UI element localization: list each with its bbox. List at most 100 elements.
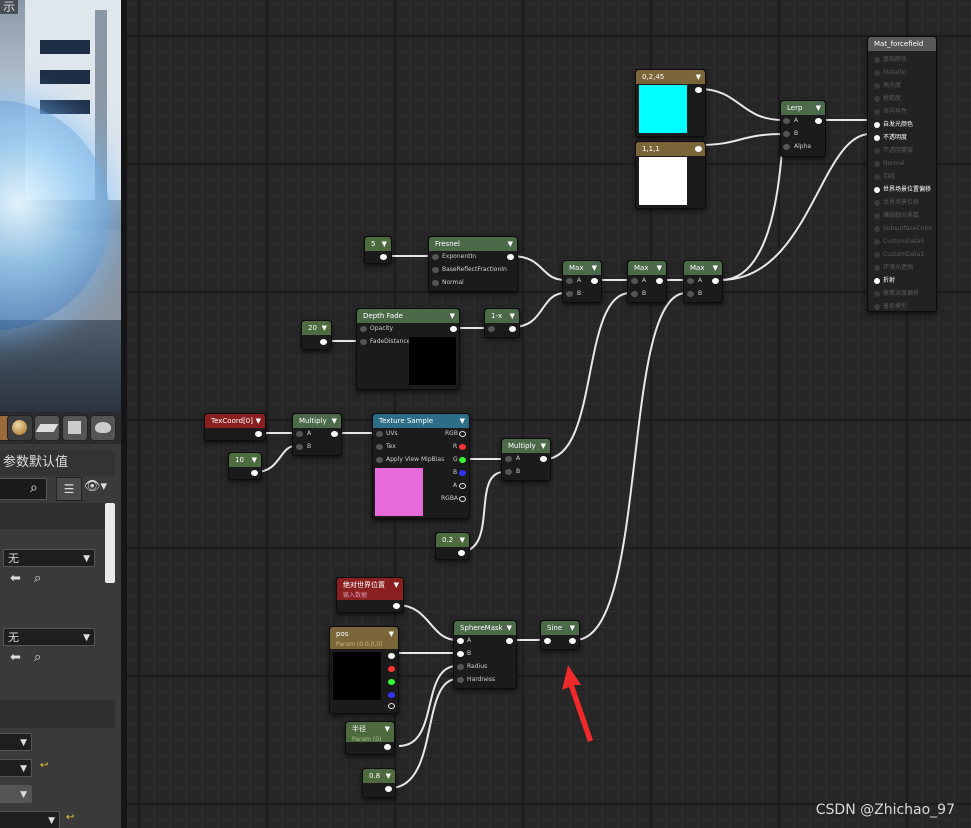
material-input-row[interactable]: 像素深度偏移 — [874, 290, 919, 298]
output-pin[interactable] — [450, 326, 457, 332]
input-pin[interactable] — [376, 457, 383, 463]
output-pin[interactable] — [507, 254, 514, 260]
eye-icon[interactable]: 👁▾ — [84, 479, 108, 494]
material-input-row[interactable]: 世界场景位移 — [874, 199, 919, 207]
input-pin[interactable] — [457, 638, 464, 644]
texture-combo-1[interactable]: 无▼ — [3, 549, 95, 567]
dropdown-4[interactable]: ▼ — [0, 811, 60, 828]
search-icon[interactable]: ⌕ — [30, 480, 38, 496]
output-pin-g[interactable] — [459, 457, 466, 463]
input-pin[interactable] — [488, 326, 495, 332]
material-input-row[interactable]: Normal — [874, 160, 905, 168]
node-constant-10[interactable]: 10▼ — [228, 452, 262, 480]
output-pin[interactable] — [656, 278, 663, 284]
input-pin[interactable] — [687, 278, 694, 284]
input-pin[interactable] — [432, 267, 439, 273]
node-texture-sample[interactable]: Texture Sample▼ UVs Tex Apply View MipBi… — [372, 413, 470, 519]
material-input-row[interactable]: 着色模型 — [874, 303, 907, 311]
output-pin[interactable] — [695, 87, 702, 93]
input-pin[interactable] — [457, 677, 464, 683]
output-pin[interactable] — [255, 431, 262, 437]
node-max-1[interactable]: Max▼ A B — [562, 260, 602, 303]
output-pin[interactable] — [712, 278, 719, 284]
input-pin[interactable] — [874, 69, 880, 76]
output-pin[interactable] — [380, 254, 387, 260]
dropdown-2[interactable]: ▼ — [0, 759, 32, 777]
node-multiply-2[interactable]: Multiply▼ A B — [501, 438, 551, 481]
material-input-row[interactable]: 自发光颜色 — [874, 121, 913, 129]
shape-teapot-button[interactable] — [90, 415, 116, 441]
output-pin[interactable] — [695, 146, 702, 152]
input-pin[interactable] — [874, 186, 880, 193]
input-pin[interactable] — [874, 225, 880, 232]
arrow-left-icon[interactable]: ⬅ — [10, 650, 21, 665]
material-input-row[interactable]: 世界场景位置偏移 — [874, 186, 931, 194]
node-max-2[interactable]: Max▼ A B — [627, 260, 667, 303]
material-input-row[interactable]: 不透明度 — [874, 134, 907, 142]
tab-parameter-defaults[interactable]: 参数默认值 — [0, 450, 115, 476]
shape-sphere-button[interactable] — [7, 415, 33, 441]
input-pin[interactable] — [874, 251, 880, 258]
output-pin[interactable] — [509, 326, 516, 332]
material-input-row[interactable]: 折射 — [874, 277, 895, 285]
node-vector-111[interactable]: 1,1,1▼ — [635, 141, 706, 209]
reset-icon[interactable]: ↩ — [40, 760, 49, 771]
output-pin[interactable] — [540, 456, 547, 462]
material-input-row[interactable]: Metallic — [874, 69, 906, 77]
input-pin[interactable] — [874, 264, 880, 271]
input-pin[interactable] — [505, 469, 512, 475]
material-input-row[interactable]: CustomData0 — [874, 238, 924, 246]
input-pin[interactable] — [432, 280, 439, 286]
input-pin[interactable] — [874, 82, 880, 89]
input-pin[interactable] — [874, 160, 880, 167]
shape-cube-button[interactable] — [62, 415, 88, 441]
output-pin[interactable] — [385, 786, 392, 792]
input-pin[interactable] — [874, 121, 880, 128]
input-pin[interactable] — [505, 456, 512, 462]
node-sine[interactable]: Sine▼ — [540, 620, 580, 650]
output-pin-b[interactable] — [459, 470, 466, 476]
node-param-pos[interactable]: pos▼ Param (0,0,0,0) — [329, 626, 399, 714]
input-pin[interactable] — [457, 664, 464, 670]
node-constant-20[interactable]: 20▼ — [301, 320, 332, 350]
panel-divider[interactable] — [121, 0, 127, 828]
input-pin[interactable] — [783, 131, 790, 137]
node-one-minus[interactable]: 1-x▼ — [484, 308, 520, 338]
shape-plane-button[interactable] — [34, 415, 60, 441]
input-pin[interactable] — [874, 147, 880, 154]
output-pin[interactable] — [506, 638, 513, 644]
input-pin[interactable] — [874, 173, 880, 180]
material-input-row[interactable]: 基础颜色 — [874, 56, 907, 64]
material-input-row[interactable]: 切线 — [874, 173, 895, 181]
input-pin[interactable] — [783, 144, 790, 150]
input-pin[interactable] — [874, 56, 880, 63]
node-vector-0245[interactable]: 0,2,45▼ — [635, 69, 706, 137]
output-pin[interactable] — [388, 653, 395, 659]
input-pin[interactable] — [376, 431, 383, 437]
input-pin[interactable] — [376, 444, 383, 450]
output-pin-rgb[interactable] — [459, 431, 466, 437]
dropdown-3[interactable]: ▼ — [0, 785, 32, 803]
node-absolute-world-position[interactable]: 绝对世界位置▼ 输入数据 — [336, 577, 404, 613]
node-multiply-1[interactable]: Multiply▼ A B — [292, 413, 342, 456]
node-max-3[interactable]: Max▼ A B — [683, 260, 723, 303]
node-fresnel[interactable]: Fresnel▼ ExponentIn BaseReflectFractionI… — [428, 236, 518, 292]
input-pin[interactable] — [874, 290, 880, 297]
output-pin-r[interactable] — [388, 666, 395, 672]
output-pin-r[interactable] — [459, 444, 466, 450]
output-pin-a[interactable] — [388, 703, 395, 709]
texture-combo-2[interactable]: 无▼ — [3, 628, 95, 646]
reset-icon[interactable]: ↩ — [66, 812, 75, 823]
output-pin-b[interactable] — [388, 692, 395, 698]
input-pin[interactable] — [631, 278, 638, 284]
input-pin[interactable] — [874, 199, 880, 206]
material-input-row[interactable]: 高光度 — [874, 82, 901, 90]
input-pin[interactable] — [874, 277, 880, 284]
scrollbar[interactable] — [105, 503, 115, 583]
view-options-icon[interactable]: ☰ — [56, 477, 82, 501]
material-input-row[interactable]: 镶嵌细分乘数 — [874, 212, 919, 220]
output-pin[interactable] — [384, 744, 391, 750]
node-constant-0-8[interactable]: 0.8▼ — [362, 768, 396, 798]
node-lerp[interactable]: Lerp▼ A B Alpha — [780, 100, 826, 157]
